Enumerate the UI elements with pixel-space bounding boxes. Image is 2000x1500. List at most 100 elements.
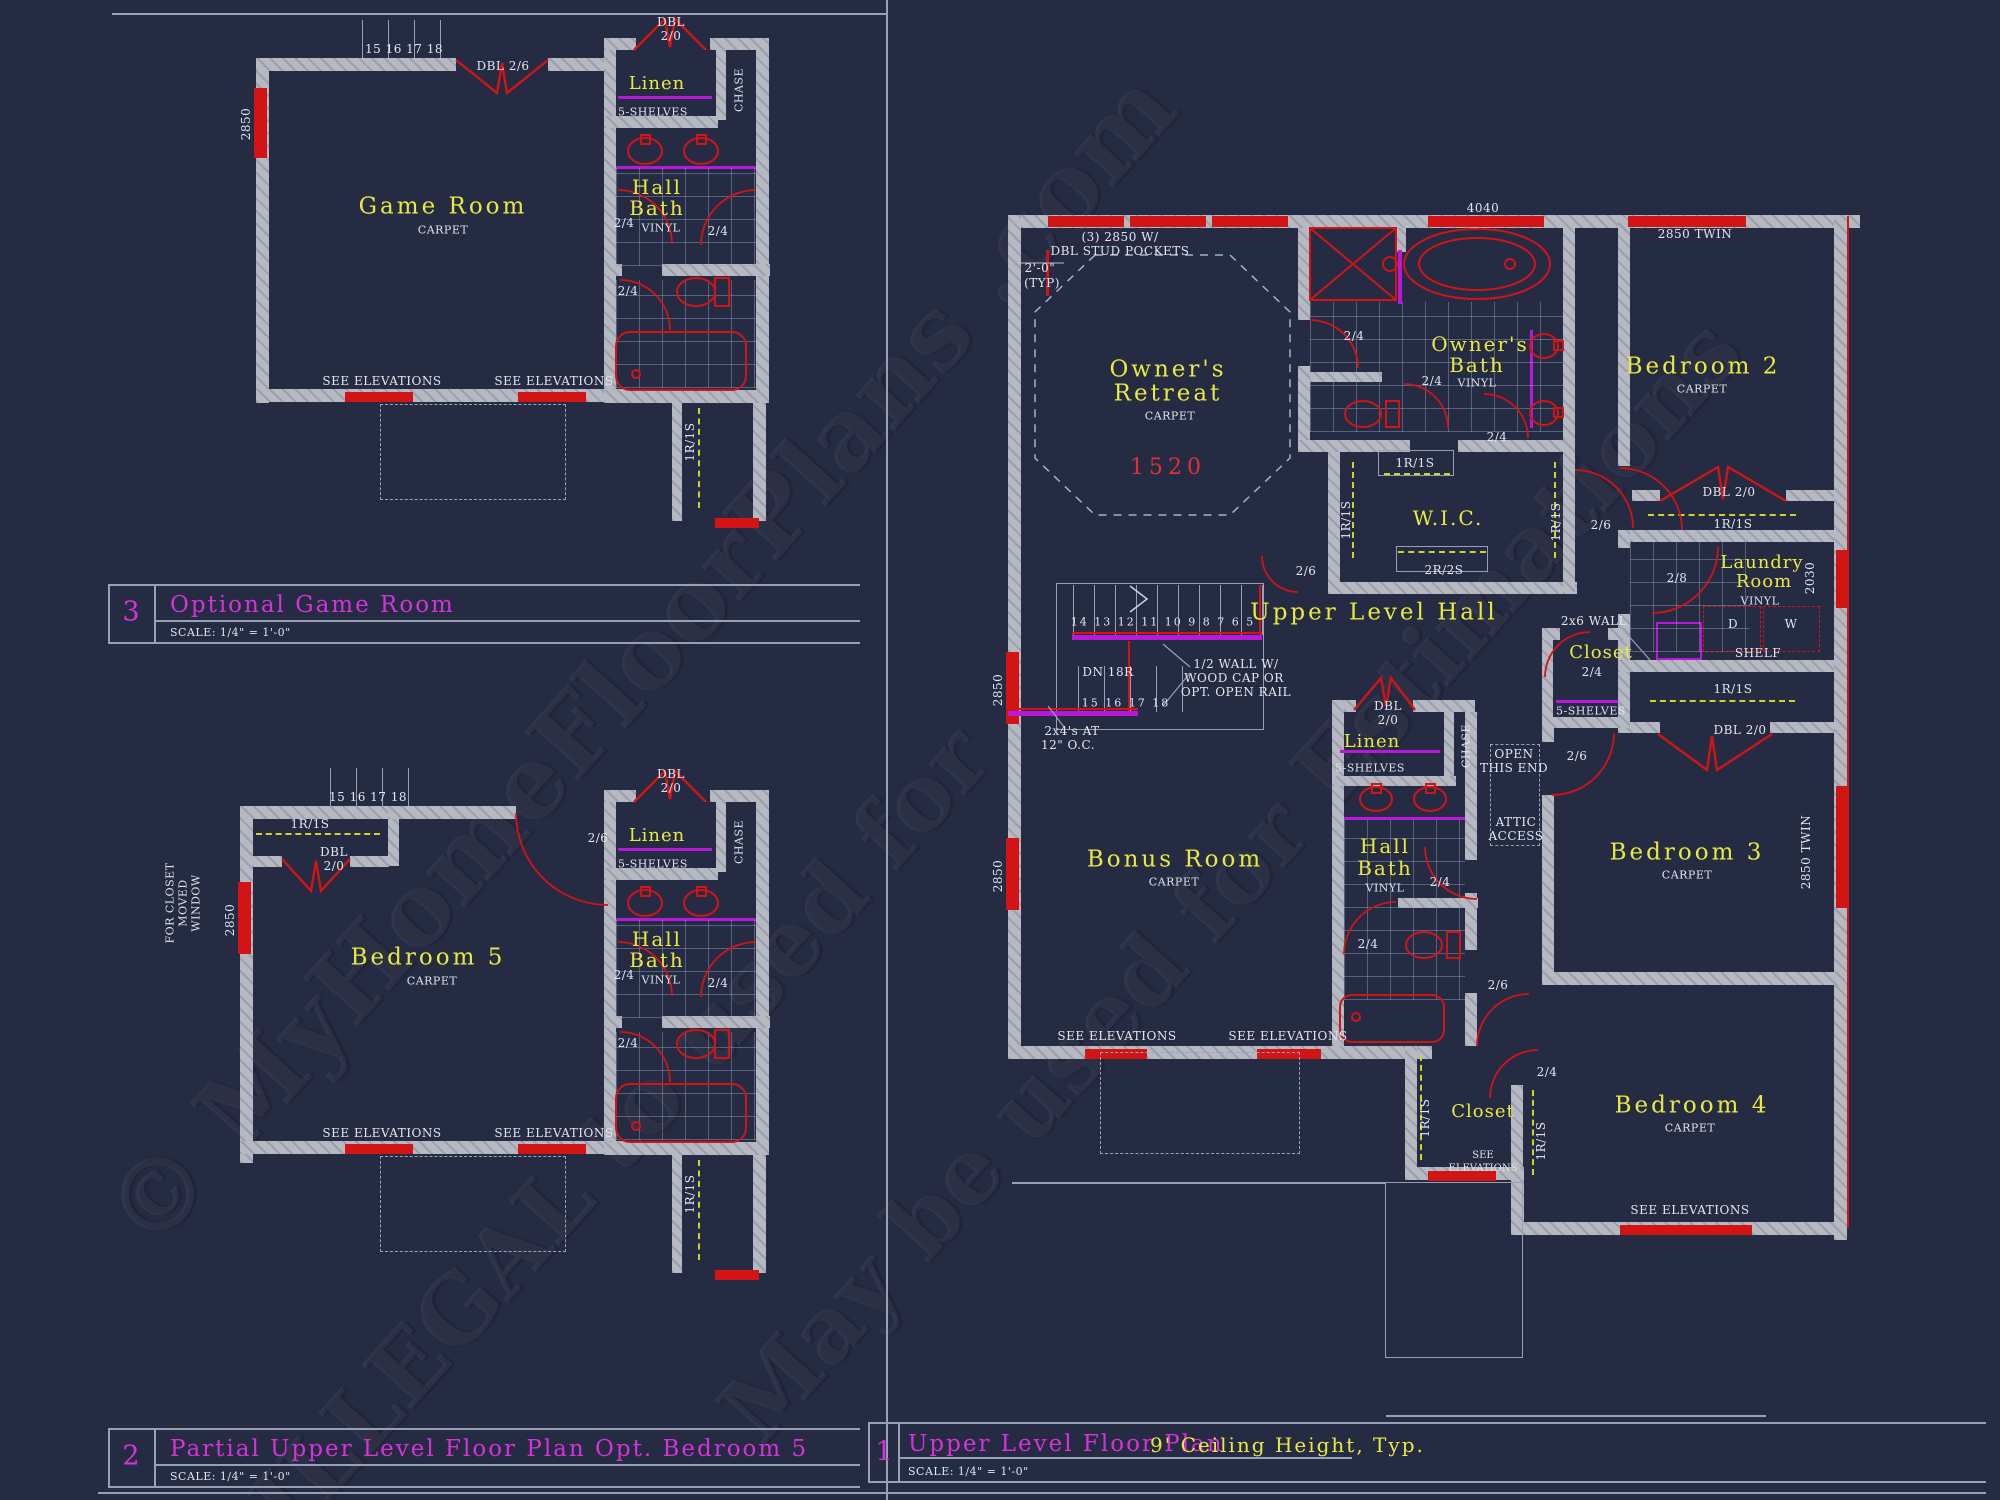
titleblock-line <box>108 1486 860 1488</box>
upper-level-label: 2850 <box>991 673 1005 707</box>
upper-level-label: (3) 2850 W/ <box>1081 230 1159 244</box>
shelf-box <box>1378 450 1454 476</box>
window <box>715 1270 759 1280</box>
wall <box>1298 228 1310 320</box>
opt-bedroom-5-label: 2/4 <box>617 1036 639 1050</box>
lower-roof-outline <box>1385 1182 1523 1358</box>
wall <box>1310 372 1382 382</box>
tile-grid <box>616 1032 756 1140</box>
stair-tick <box>382 768 383 808</box>
stair-tick <box>388 20 389 60</box>
wall <box>1465 712 1477 860</box>
upper-level-label: 1R/1S <box>1418 1098 1432 1138</box>
upper-level-label: SEE ELEVATIONS <box>1228 1029 1348 1043</box>
plan-number: 1 <box>875 1436 893 1468</box>
optional-game-room-label: CHASE <box>732 67 746 113</box>
titleblock-line <box>108 1428 110 1488</box>
window <box>254 88 267 158</box>
wall <box>1542 795 1554 985</box>
closet-rod-dash <box>1420 1055 1422 1160</box>
half-wall-line <box>1072 632 1262 634</box>
opt-bedroom-5-label: 1R/1S <box>290 817 330 831</box>
optional-game-room-label: DBL <box>657 15 685 29</box>
optional-game-room-label: 1R/1S <box>683 422 697 462</box>
panel-divider-line <box>886 0 888 1500</box>
wall <box>1563 440 1575 594</box>
window <box>1006 838 1019 910</box>
opt-bedroom-5-label: WINDOW <box>189 874 203 932</box>
wall <box>388 806 399 866</box>
shelf-box <box>1396 546 1488 572</box>
window <box>1428 1171 1496 1181</box>
optional-game-room-label: 2850 <box>239 107 253 141</box>
titleblock-line <box>898 1422 900 1483</box>
upper-level-label: Bedroom 4 <box>1614 1092 1770 1119</box>
window <box>238 882 251 954</box>
half-wall-line <box>1259 585 1261 635</box>
window <box>1130 216 1206 227</box>
upper-level-label: 4040 <box>1466 201 1500 215</box>
optional-game-room-label: SEE ELEVATIONS <box>322 374 442 388</box>
window <box>1257 1049 1321 1059</box>
plan-number: 3 <box>122 596 140 628</box>
upper-level-label: 2030 <box>1803 561 1817 595</box>
roof-dashed-outline <box>380 404 566 500</box>
upper-level-label: ATTIC <box>1495 815 1537 829</box>
wall <box>1542 630 1553 728</box>
opt-bedroom-5-label: 2/0 <box>323 859 345 873</box>
wall <box>604 390 769 403</box>
upper-level-label: 2/4 <box>1581 665 1603 679</box>
stair-tick <box>330 768 331 808</box>
wall <box>548 58 610 71</box>
optional-game-room-label: 5-SHELVES <box>618 105 688 119</box>
tile-grid <box>616 280 756 388</box>
lower-roof-line <box>1386 1415 1766 1417</box>
shelf-line <box>1340 750 1440 753</box>
optional-game-room-label: CARPET <box>417 223 469 237</box>
window <box>1048 216 1124 227</box>
plan-number: 2 <box>122 1440 140 1472</box>
closet-rod-dash <box>1398 551 1486 553</box>
upper-level-label: 1R/1S <box>1713 517 1753 531</box>
plan-scale: SCALE: 1/4" = 1'-0" <box>170 626 291 639</box>
plan-title: Partial Upper Level Floor Plan Opt. Bedr… <box>170 1436 809 1462</box>
opt-bedroom-5-label: 1R/1S <box>683 1174 697 1214</box>
upper-level-label: 2/8 <box>1666 571 1688 585</box>
wall <box>1542 628 1560 640</box>
shelf-line <box>1556 700 1618 703</box>
upper-level-label: 2/6 <box>1487 978 1509 992</box>
plan-scale: SCALE: 1/4" = 1'-0" <box>170 1470 291 1483</box>
upper-level-label: DBL <box>1374 699 1402 713</box>
wall <box>1298 366 1310 444</box>
upper-level-label: SEE <box>1472 1150 1494 1161</box>
wall <box>1511 1085 1523 1180</box>
wall <box>1770 722 1834 733</box>
wall <box>1632 490 1660 501</box>
upper-level-label: 2/4 <box>1357 937 1379 951</box>
window-seat-dash <box>698 1160 700 1260</box>
wall <box>1413 700 1475 712</box>
opt-bedroom-5-label: 15 16 17 18 <box>328 790 408 804</box>
opt-bedroom-5-label: SEE ELEVATIONS <box>322 1126 442 1140</box>
window <box>345 392 413 402</box>
titleblock-line <box>154 620 860 622</box>
wall <box>662 1016 770 1028</box>
wall <box>388 806 516 819</box>
roof-dashed-outline <box>380 1156 566 1252</box>
tile-grid <box>616 920 756 1018</box>
opt-bedroom-5-label: MOVED <box>176 879 190 927</box>
opt-bedroom-5-label: Hall <box>631 927 683 951</box>
upper-level-label: DBL 2/0 <box>1713 723 1767 737</box>
opt-bedroom-5-label: SEE ELEVATIONS <box>494 1126 614 1140</box>
upper-level-label: 15 16 17 18 <box>1081 696 1171 710</box>
opt-bedroom-5-label: 2/4 <box>707 976 729 990</box>
washer-outline <box>1763 606 1820 652</box>
optional-game-room-label: Game Room <box>358 193 528 220</box>
stair-treads-lower <box>1078 666 1184 712</box>
wall <box>753 403 766 521</box>
opt-bedroom-5-label: Linen <box>628 825 686 846</box>
wall <box>1332 700 1344 1046</box>
upper-level-label: 2/4 <box>1536 1065 1558 1079</box>
optional-game-room-label: 2/4 <box>617 284 639 298</box>
optional-game-room-label: 2/4 <box>613 216 635 230</box>
